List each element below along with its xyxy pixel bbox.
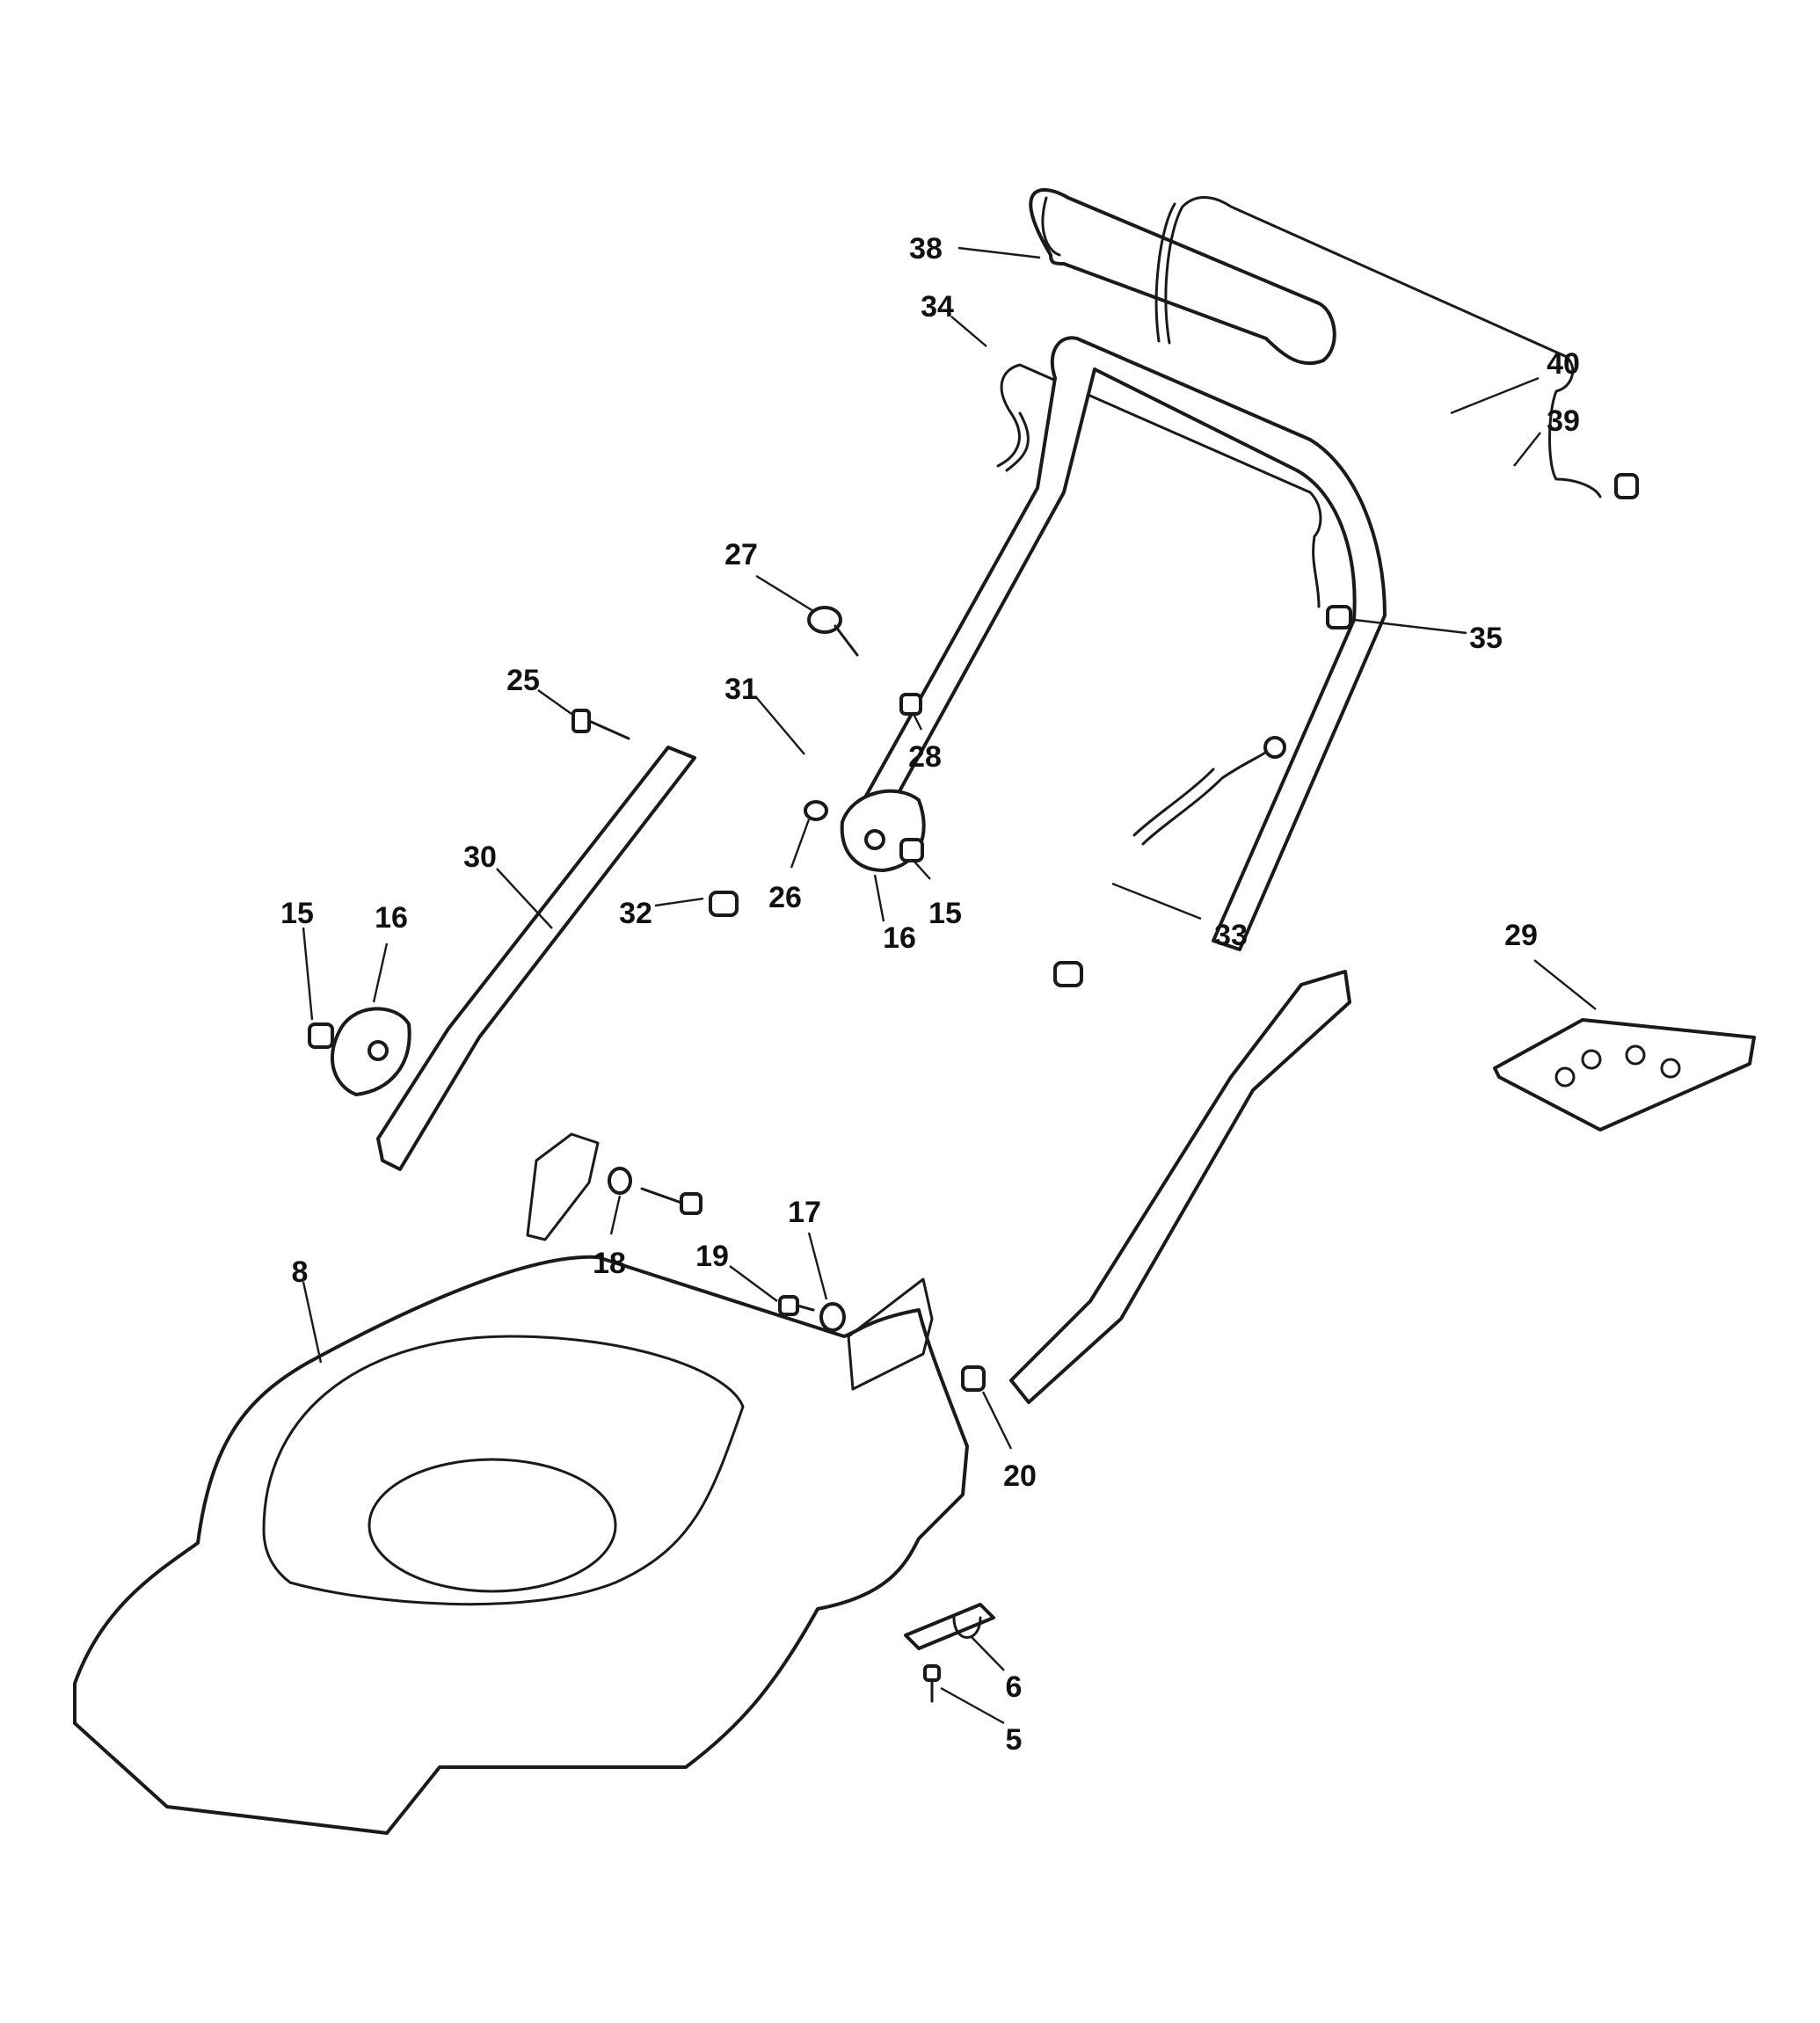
clamp-26 xyxy=(804,800,828,821)
leader-lines xyxy=(302,246,1597,1725)
callout-26: 26 xyxy=(768,881,802,914)
callout-28: 28 xyxy=(908,740,942,774)
callout-19: 19 xyxy=(695,1240,729,1273)
washer-18 xyxy=(608,1167,632,1195)
lower-tube-right xyxy=(1009,970,1351,1404)
callout-18: 18 xyxy=(593,1247,626,1280)
lower-handle-frame xyxy=(842,336,1387,951)
wire-bar xyxy=(996,363,1322,608)
callout-40: 40 xyxy=(1547,347,1580,381)
bracket-6 xyxy=(904,1603,995,1650)
callout-20: 20 xyxy=(1003,1459,1037,1493)
eye-bolt-27 xyxy=(807,606,859,657)
hardware-bag-29 xyxy=(1493,1018,1756,1132)
callout-32: 32 xyxy=(619,897,652,930)
nut-20 xyxy=(961,1365,986,1392)
callout-27: 27 xyxy=(724,538,758,571)
callout-15-right: 15 xyxy=(928,897,962,930)
bolt-19 xyxy=(778,1295,815,1316)
callout-35: 35 xyxy=(1469,622,1503,655)
lower-tube-30 xyxy=(376,746,696,1171)
callout-8: 8 xyxy=(292,1255,309,1289)
nut-28 xyxy=(899,693,922,716)
callout-16-left: 16 xyxy=(375,901,408,935)
callout-29: 29 xyxy=(1504,919,1538,952)
callout-34: 34 xyxy=(921,290,954,324)
callout-33: 33 xyxy=(1214,919,1248,952)
callout-39: 39 xyxy=(1547,404,1580,438)
plug-32 xyxy=(709,891,739,917)
callout-15-left: 15 xyxy=(280,897,314,930)
callout-25: 25 xyxy=(506,664,540,697)
callout-17: 17 xyxy=(788,1196,821,1229)
nut-15-left xyxy=(308,1022,334,1049)
upper-handle xyxy=(1029,188,1336,366)
callout-5: 5 xyxy=(1006,1723,1023,1757)
knob-16-left xyxy=(330,1007,411,1096)
nut-35 xyxy=(1326,605,1352,629)
nut-15-right xyxy=(899,838,924,862)
mower-deck-8 xyxy=(73,1132,969,1835)
bolt-25 xyxy=(571,709,630,740)
callout-16-right: 16 xyxy=(883,921,916,955)
callout-30: 30 xyxy=(463,840,497,874)
control-bar xyxy=(1154,196,1602,498)
bolt-18 xyxy=(640,1187,703,1215)
cable-33 xyxy=(1132,736,1286,846)
plug-lower-right xyxy=(1053,961,1083,987)
callout-38: 38 xyxy=(909,232,943,266)
callout-6: 6 xyxy=(1006,1670,1023,1704)
screw-5 xyxy=(923,1664,941,1703)
callout-31: 31 xyxy=(724,673,758,706)
washer-17 xyxy=(819,1302,846,1332)
callout-labels: 38 34 40 39 27 35 25 31 28 30 32 26 16 1… xyxy=(280,232,1580,1757)
nut-39 xyxy=(1614,473,1639,499)
